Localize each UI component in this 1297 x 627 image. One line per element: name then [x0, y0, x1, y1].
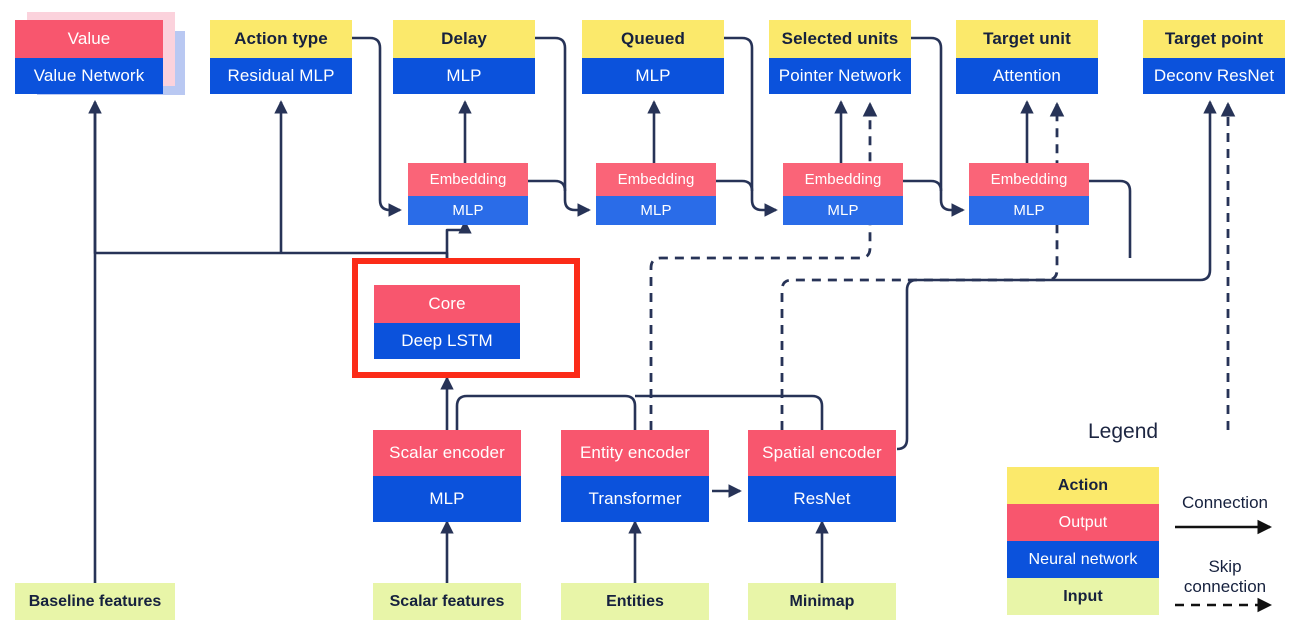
embedding-queued-title: Embedding: [783, 163, 903, 196]
embedding-delay-network: MLP: [596, 196, 716, 225]
head-delay-action-label: Delay: [393, 20, 535, 58]
head-target-unit[interactable]: Target unit Attention: [956, 20, 1098, 94]
encoder-scalar-network: MLP: [373, 476, 521, 522]
embedding-action-type-network: MLP: [408, 196, 528, 225]
encoder-scalar-title: Scalar encoder: [373, 430, 521, 476]
head-queued[interactable]: Queued MLP: [582, 20, 724, 94]
head-action-type-action-label: Action type: [210, 20, 352, 58]
legend-swatch-neural-network: Neural network: [1007, 541, 1159, 578]
head-target-point[interactable]: Target point Deconv ResNet: [1143, 20, 1285, 94]
head-target-point-network-label: Deconv ResNet: [1143, 58, 1285, 94]
embedding-delay-title: Embedding: [596, 163, 716, 196]
legend-skip-connection-label: Skip connection: [1183, 557, 1267, 596]
head-action-type[interactable]: Action type Residual MLP: [210, 20, 352, 94]
head-target-unit-network-label: Attention: [956, 58, 1098, 94]
head-selected-units-action-label: Selected units: [769, 20, 911, 58]
embedding-selected-units-network: MLP: [969, 196, 1089, 225]
legend-swatch-action: Action: [1007, 467, 1159, 504]
core-title: Core: [374, 285, 520, 323]
head-selected-units[interactable]: Selected units Pointer Network: [769, 20, 911, 94]
embedding-queued[interactable]: Embedding MLP: [783, 163, 903, 225]
legend-connection-label: Connection: [1181, 493, 1268, 512]
head-selected-units-network-label: Pointer Network: [769, 58, 911, 94]
encoder-entity-network: Transformer: [561, 476, 709, 522]
encoder-spatial-network: ResNet: [748, 476, 896, 522]
embedding-queued-network: MLP: [783, 196, 903, 225]
head-queued-action-label: Queued: [582, 20, 724, 58]
legend-swatch-input: Input: [1007, 578, 1159, 615]
head-queued-network-label: MLP: [582, 58, 724, 94]
head-delay-network-label: MLP: [393, 58, 535, 94]
core-node[interactable]: Core Deep LSTM: [374, 285, 520, 359]
core-network: Deep LSTM: [374, 323, 520, 359]
legend-title: Legend: [1088, 420, 1159, 443]
embedding-delay[interactable]: Embedding MLP: [596, 163, 716, 225]
encoder-entity[interactable]: Entity encoder Transformer: [561, 430, 709, 522]
head-target-unit-action-label: Target unit: [956, 20, 1098, 58]
legend-swatches: Action Output Neural network Input: [1007, 467, 1159, 615]
embedding-action-type-title: Embedding: [408, 163, 528, 196]
encoder-spatial-title: Spatial encoder: [748, 430, 896, 476]
encoder-spatial[interactable]: Spatial encoder ResNet: [748, 430, 896, 522]
input-scalar-features[interactable]: Scalar features: [373, 583, 521, 620]
encoder-entity-title: Entity encoder: [561, 430, 709, 476]
embedding-selected-units-title: Embedding: [969, 163, 1089, 196]
head-target-point-action-label: Target point: [1143, 20, 1285, 58]
head-action-type-network-label: Residual MLP: [210, 58, 352, 94]
head-value-network-label: Value Network: [15, 58, 163, 94]
embedding-selected-units[interactable]: Embedding MLP: [969, 163, 1089, 225]
head-delay[interactable]: Delay MLP: [393, 20, 535, 94]
embedding-action-type[interactable]: Embedding MLP: [408, 163, 528, 225]
encoder-scalar[interactable]: Scalar encoder MLP: [373, 430, 521, 522]
input-minimap[interactable]: Minimap: [748, 583, 896, 620]
head-value-action-label: Value: [15, 20, 163, 58]
legend-swatch-output: Output: [1007, 504, 1159, 541]
input-entities[interactable]: Entities: [561, 583, 709, 620]
input-baseline-features[interactable]: Baseline features: [15, 583, 175, 620]
head-value[interactable]: Value Value Network: [15, 20, 163, 94]
